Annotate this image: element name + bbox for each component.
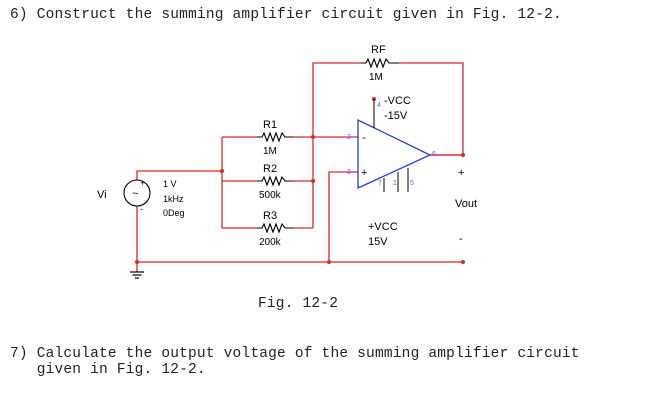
r3-value: 200k	[259, 237, 282, 248]
r2-value: 500k	[259, 190, 282, 201]
pin-6-label: 6	[432, 151, 436, 158]
source-plus-sign: +	[140, 178, 145, 188]
pin-4-label: 4	[377, 102, 381, 109]
opamp-minus-sign: -	[362, 132, 366, 144]
pin-5-label: 5	[410, 180, 414, 187]
pin-7-label: 7	[378, 180, 382, 187]
source-amplitude: 1 V	[163, 179, 177, 189]
pin-1-label: 1	[393, 180, 397, 187]
figure-caption: Fig. 12-2	[258, 296, 339, 312]
rf-value: 1M	[369, 72, 383, 83]
output-label: Vout	[455, 198, 477, 210]
question-7-line-2: given in Fig. 12-2.	[10, 362, 206, 378]
output-minus-sign: -	[459, 233, 463, 245]
source-frequency: 1kHz	[163, 194, 184, 204]
source-symbol: ~	[132, 188, 138, 200]
vcc-neg-value: -15V	[384, 110, 408, 122]
vcc-neg-label: -VCC	[384, 95, 411, 107]
vcc-pos-label: +VCC	[368, 221, 398, 233]
r1-resistor	[257, 131, 293, 143]
opamp-icon	[357, 99, 432, 192]
resistors	[257, 57, 399, 234]
r1-value: 1M	[263, 146, 277, 157]
pin-3-label: 3	[347, 169, 351, 176]
circuit-nodes	[135, 97, 465, 264]
r2-resistor	[257, 175, 293, 187]
circuit-wires	[136, 62, 464, 272]
source-name: Vi	[97, 189, 107, 201]
source-minus-sign: -	[140, 204, 143, 214]
ground-icon	[130, 271, 144, 279]
r2-label: R2	[263, 163, 277, 175]
question-7-line-1: 7) Calculate the output voltage of the s…	[10, 346, 580, 362]
r3-resistor	[257, 222, 293, 234]
rf-label: RF	[371, 44, 386, 56]
pin-2-label: 2	[347, 134, 351, 141]
vcc-pos-value: 15V	[368, 236, 388, 248]
opamp-plus-sign: +	[361, 167, 367, 179]
ac-source-icon	[123, 179, 151, 207]
r1-label: R1	[263, 119, 277, 131]
question-6: 6) Construct the summing amplifier circu…	[10, 7, 562, 23]
r3-label: R3	[263, 210, 277, 222]
rf-resistor	[361, 57, 399, 69]
output-plus-sign: +	[458, 167, 464, 179]
source-phase: 0Deg	[163, 208, 185, 218]
